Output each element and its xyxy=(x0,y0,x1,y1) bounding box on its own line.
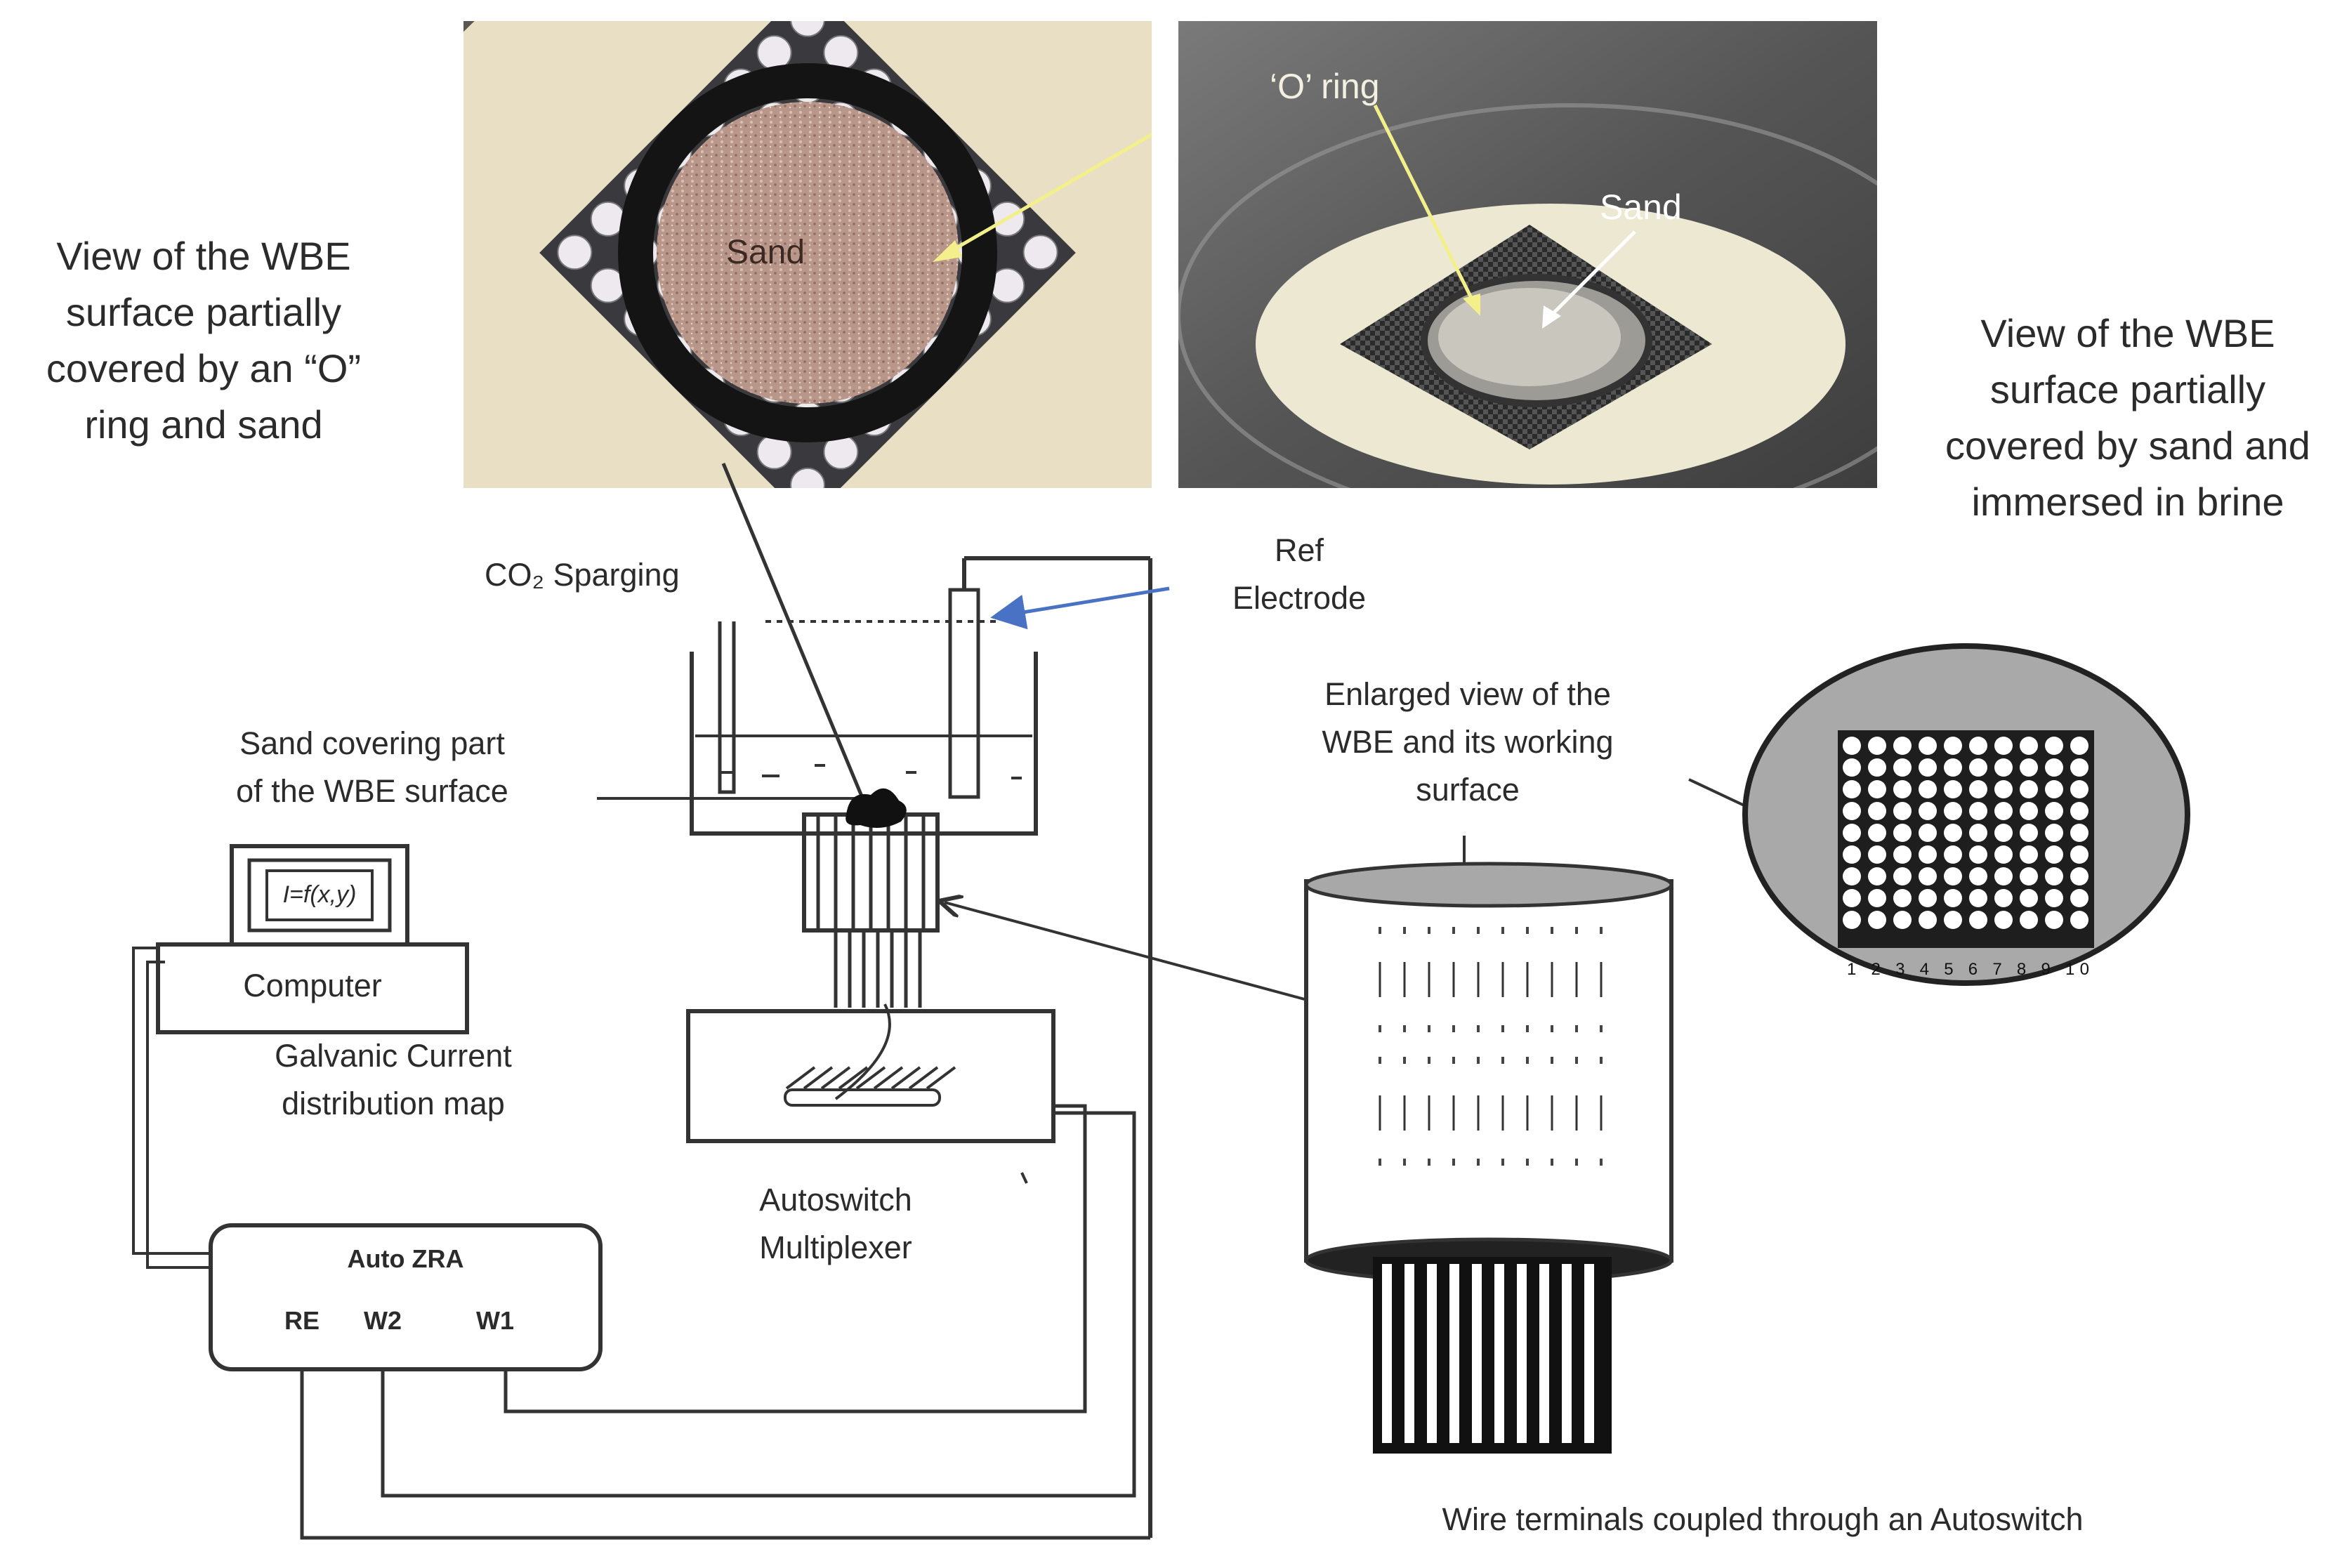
photo2-sand-label: Sand xyxy=(1600,187,1682,227)
photo1-sand-label: Sand xyxy=(726,234,805,271)
zra-w1-terminal: W1 xyxy=(476,1306,514,1335)
left-photo-caption: View of the WBE surface partially covere… xyxy=(46,234,362,447)
photo-wbe-immersed-brine: ‘O’ ring Sand xyxy=(1178,21,1877,488)
grid-number-labels: 1 2 3 4 5 6 7 8 9 10 xyxy=(1847,960,2089,979)
electrode-grid-circle: 1 2 3 4 5 6 7 8 9 10 xyxy=(1742,643,2190,986)
photo-wbe-o-ring-sand: Sand xyxy=(463,21,1152,488)
galvanic-map-label: Galvanic Current distribution map xyxy=(275,1038,512,1121)
photo2-o-ring-label: ‘O’ ring xyxy=(1270,67,1380,106)
computer-label: Computer xyxy=(243,968,382,1003)
o-ring xyxy=(618,63,997,442)
sand-blob xyxy=(846,788,907,828)
zra-title: Auto ZRA xyxy=(347,1244,464,1273)
enlarged-wbe-cylinder xyxy=(1304,862,1673,1454)
wire-terminals-label: Wire terminals coupled through an Autosw… xyxy=(1442,1501,2084,1537)
right-photo-caption: View of the WBE surface partially covere… xyxy=(1945,311,2310,524)
ref-electrode-label: Ref Electrode xyxy=(1232,532,1367,616)
computer-screen-text: I=f(x,y) xyxy=(282,881,357,908)
autoswitch-multiplexer-label: Autoswitch Multiplexer xyxy=(759,1182,912,1265)
enlarged-view-label: Enlarged view of the WBE and its working… xyxy=(1322,676,1614,808)
sand-covering-label: Sand covering part of the WBE surface xyxy=(236,725,508,809)
co2-sparging-label: CO₂ Sparging xyxy=(485,557,680,593)
zra-re-terminal: RE xyxy=(284,1306,320,1335)
zra-w2-terminal: W2 xyxy=(364,1306,402,1335)
